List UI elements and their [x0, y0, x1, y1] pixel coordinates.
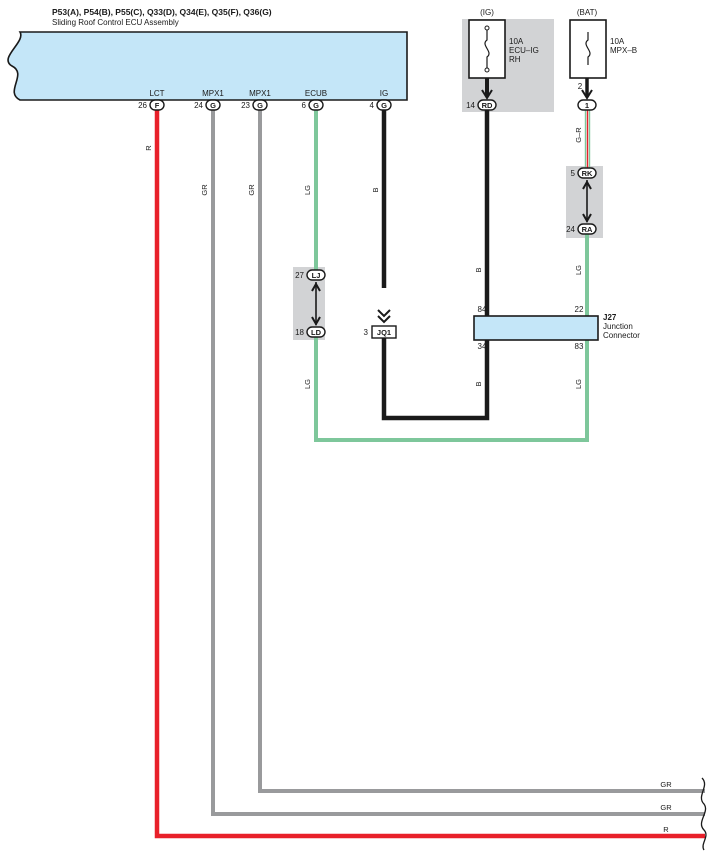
pin-name-mpx1-23: MPX1 [249, 89, 271, 98]
connector-lj-pin: 27 [295, 271, 304, 280]
connector-jq1-code: JQ1 [377, 328, 391, 337]
svg-text:RD: RD [482, 101, 493, 110]
ld-arrow-down [311, 316, 321, 327]
connector-ld: LD [306, 326, 326, 338]
junction-code: J27 [603, 313, 617, 322]
wire-mpx1-23-gray [258, 108, 705, 793]
junction-name: Junction [603, 322, 633, 331]
wire-label-ig: B [371, 187, 380, 192]
terminal-mpx1-23: G [252, 99, 268, 111]
terminal-mpx1-24: G [205, 99, 221, 111]
svg-text:G: G [257, 101, 263, 110]
wire-label-rd-upper: B [474, 267, 483, 272]
junction-connector-j27 [473, 315, 599, 341]
svg-text:RA: RA [582, 225, 593, 234]
continuation-break-right [700, 777, 707, 851]
junction-pin-83: 83 [575, 342, 584, 351]
bat-fuse-header: (BAT) [577, 8, 598, 17]
wire-label-mpx1-23: GR [247, 184, 256, 196]
pin-name-lct: LCT [149, 89, 164, 98]
wire-mpx1-24-gray [211, 108, 705, 816]
pin-number-ig: 4 [370, 101, 375, 110]
connector-rk: RK [577, 167, 597, 179]
jq1-arrow [377, 309, 391, 324]
bat-fuse-icon [585, 32, 591, 65]
junction-pin-34: 34 [478, 342, 487, 351]
connector-lj: LJ [306, 269, 326, 281]
pin-number-mpx1-24: 24 [194, 101, 203, 110]
ig-fuse-name: ECU–IG [509, 46, 539, 55]
connector-ra-pin: 24 [566, 225, 575, 234]
wire-label-ecub-upper: LG [303, 185, 312, 195]
wire-label-right-gr-top: GR [660, 780, 672, 789]
bat-fuse-amp: 10A [610, 37, 625, 46]
pin-name-ig: IG [380, 89, 388, 98]
bat-fuse-pin: 2 [578, 82, 583, 91]
ig-fuse-amp: 10A [509, 37, 524, 46]
wire-label-junction-lower: LG [574, 379, 583, 389]
ig-fuse-arrow [481, 89, 493, 100]
wire-label-bat-short: G–R [574, 127, 583, 143]
ecu-box [7, 31, 408, 101]
ra-arrow-down [582, 213, 592, 224]
junction-pin-22: 22 [575, 305, 584, 314]
connector-ra: RA [577, 223, 597, 235]
svg-text:1: 1 [585, 101, 589, 110]
wire-jq1-black [381, 338, 490, 421]
junction-pin-84: 84 [478, 305, 487, 314]
ig-fuse-terminal-top [484, 25, 490, 31]
pin-number-rd: 14 [466, 101, 475, 110]
wire-label-bat-lower: LG [574, 265, 583, 275]
svg-text:LD: LD [311, 328, 322, 337]
svg-text:RK: RK [582, 169, 593, 178]
wire-label-mpx1-24: GR [200, 184, 209, 196]
terminal-rd: RD [477, 99, 497, 111]
lj-arrow-up [311, 281, 321, 292]
ig-fuse-name-2: RH [509, 55, 521, 64]
svg-text:F: F [155, 101, 160, 110]
wire-label-ecub-lower: LG [303, 379, 312, 389]
pin-number-mpx1-23: 23 [241, 101, 250, 110]
pin-number-lct: 26 [138, 101, 147, 110]
pin-name-ecub: ECUB [305, 89, 327, 98]
ig-fuse-header: (IG) [480, 8, 494, 17]
terminal-ig: G [376, 99, 392, 111]
svg-text:G: G [210, 101, 216, 110]
ig-fuse-icon [484, 27, 490, 70]
connector-jq1-pin: 3 [364, 328, 369, 337]
connector-ld-pin: 18 [295, 328, 304, 337]
connector-rk-pin: 5 [571, 169, 576, 178]
wire-label-lct: R [144, 145, 153, 151]
terminal-lct: F [149, 99, 165, 111]
wire-lct-red [154, 108, 705, 839]
connector-jq1 [371, 325, 397, 339]
wire-ld-green [314, 337, 589, 442]
bat-fuse-name: MPX–B [610, 46, 637, 55]
terminal-bat-1: 1 [577, 99, 597, 111]
junction-name-2: Connector [603, 331, 640, 340]
wire-label-right-gr-mid: GR [660, 803, 672, 812]
svg-text:G: G [381, 101, 387, 110]
rk-arrow-up [582, 179, 592, 190]
pin-name-mpx1-24: MPX1 [202, 89, 224, 98]
bat-fuse-arrow [581, 89, 593, 100]
terminal-ecub: G [308, 99, 324, 111]
ig-fuse-terminal-bottom [484, 67, 490, 73]
wire-label-rd-lower: B [474, 381, 483, 386]
ecu-title: P53(A), P54(B), P55(C), Q33(D), Q34(E), … [52, 7, 272, 17]
wire-label-right-r: R [663, 825, 669, 834]
svg-text:LJ: LJ [312, 271, 321, 280]
ecu-subtitle: Sliding Roof Control ECU Assembly [52, 18, 179, 27]
svg-text:G: G [313, 101, 319, 110]
pin-number-ecub: 6 [302, 101, 307, 110]
